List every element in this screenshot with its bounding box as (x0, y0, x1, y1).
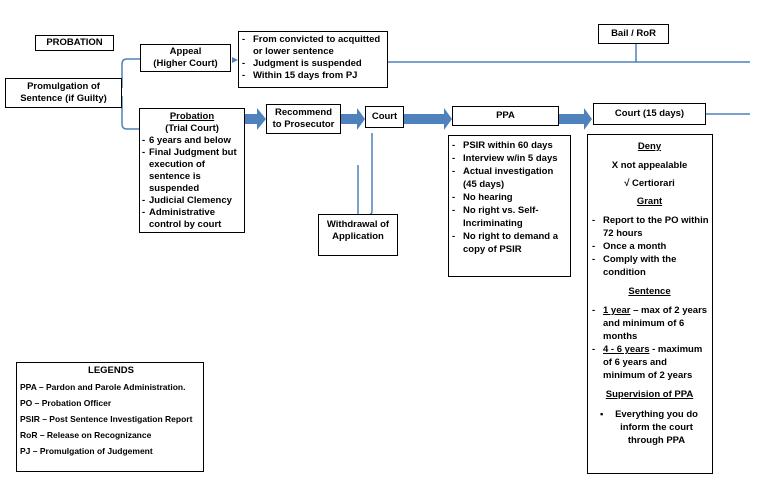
probation-item-3: Judicial Clemency (141, 195, 243, 207)
sentence-text-2: - maximum of 6 years and minimum of 2 ye… (603, 344, 703, 381)
deny-not-appealable: X not appealable (611, 160, 688, 171)
withdrawal-line-1: Withdrawal of (326, 219, 390, 230)
legend-item-psir: PSIR – Post Sentence Investigation Repor… (20, 414, 193, 424)
recommend-box: Recommend to Prosecutor (266, 104, 341, 134)
probation-item-4: Administrative control by court (141, 207, 243, 231)
probation-item-1: 6 years and below (141, 135, 243, 147)
sentence-term-1: 1 year (603, 305, 631, 316)
promulgation-line-1: Promulgation of (27, 81, 100, 92)
court-15-days-box: Court (15 days) (593, 103, 706, 125)
court-box: Court (365, 106, 404, 128)
appeal-title: Appeal (169, 46, 202, 57)
legend-item-ror: RoR – Release on Recognizance (20, 430, 152, 440)
probation-trial-court-box: Probation (Trial Court) 6 years and belo… (139, 108, 245, 233)
ppa-item-4: No hearing (450, 191, 568, 204)
ppa-item-6: No right to demand a copy of PSIR (450, 230, 568, 256)
probation-header: PROBATION (35, 35, 114, 51)
ppa-item-2: Interview w/in 5 days (450, 152, 568, 165)
grant-heading: Grant (636, 196, 663, 207)
ppa-item-1: PSIR within 60 days (450, 139, 568, 152)
bail-ror-box: Bail / RoR (598, 24, 669, 44)
probation-title: Probation (169, 111, 215, 122)
decision-box: Deny X not appealable √ Certiorari Grant… (587, 134, 713, 474)
grant-item-2: Once a month (590, 240, 709, 253)
grant-item-1: Report to the PO within 72 hours (590, 214, 709, 240)
promulgation-line-2: Sentence (if Guilty) (20, 93, 107, 104)
legend-item-po: PO – Probation Officer (20, 398, 112, 408)
probation-subtitle: (Trial Court) (165, 123, 219, 134)
legends-title: LEGENDS (88, 365, 134, 376)
sentence-item-2: 4 - 6 years - maximum of 6 years and min… (590, 343, 709, 382)
legend-item-pj: PJ – Promulgation of Judgement (20, 446, 153, 456)
appeal-details-box: From convicted to acquitted or lower sen… (238, 31, 388, 88)
appeal-box: Appeal (Higher Court) (140, 44, 231, 72)
legend-item-ppa: PPA – Pardon and Parole Administration. (20, 382, 186, 392)
sentence-term-2: 4 - 6 years (603, 344, 650, 355)
sentence-heading: Sentence (628, 286, 671, 297)
promulgation-box: Promulgation of Sentence (if Guilty) (5, 78, 122, 108)
appeal-subtitle: (Higher Court) (153, 58, 218, 69)
appeal-item-1: From convicted to acquitted or lower sen… (240, 34, 385, 58)
probation-item-2: Final Judgment but execution of sentence… (141, 147, 243, 195)
sentence-text-1: – max of 2 years and minimum of 6 months (603, 305, 708, 342)
sentence-item-1: 1 year – max of 2 years and minimum of 6… (590, 304, 709, 343)
grant-item-3: Comply with the condition (590, 253, 709, 279)
appeal-item-3: Within 15 days from PJ (240, 70, 385, 82)
recommend-line-2: to Prosecutor (272, 119, 335, 130)
ppa-item-3: Actual investigation (45 days) (450, 165, 568, 191)
deny-heading: Deny (637, 141, 662, 152)
ppa-details-box: PSIR within 60 days Interview w/in 5 day… (448, 135, 571, 277)
appeal-item-2: Judgment is suspended (240, 58, 385, 70)
withdrawal-line-2: Application (332, 231, 384, 242)
supervision-heading: Supervision of PPA (605, 389, 694, 400)
legends-box: LEGENDS PPA – Pardon and Parole Administ… (16, 362, 204, 472)
withdrawal-box: Withdrawal of Application (318, 214, 398, 256)
ppa-box: PPA (452, 106, 559, 126)
recommend-line-1: Recommend (274, 107, 332, 118)
deny-certiorari: √ Certiorari (624, 178, 675, 189)
ppa-item-5: No right vs. Self-Incriminating (450, 204, 568, 230)
supervision-item-1: Everything you do inform the court throu… (590, 408, 709, 447)
